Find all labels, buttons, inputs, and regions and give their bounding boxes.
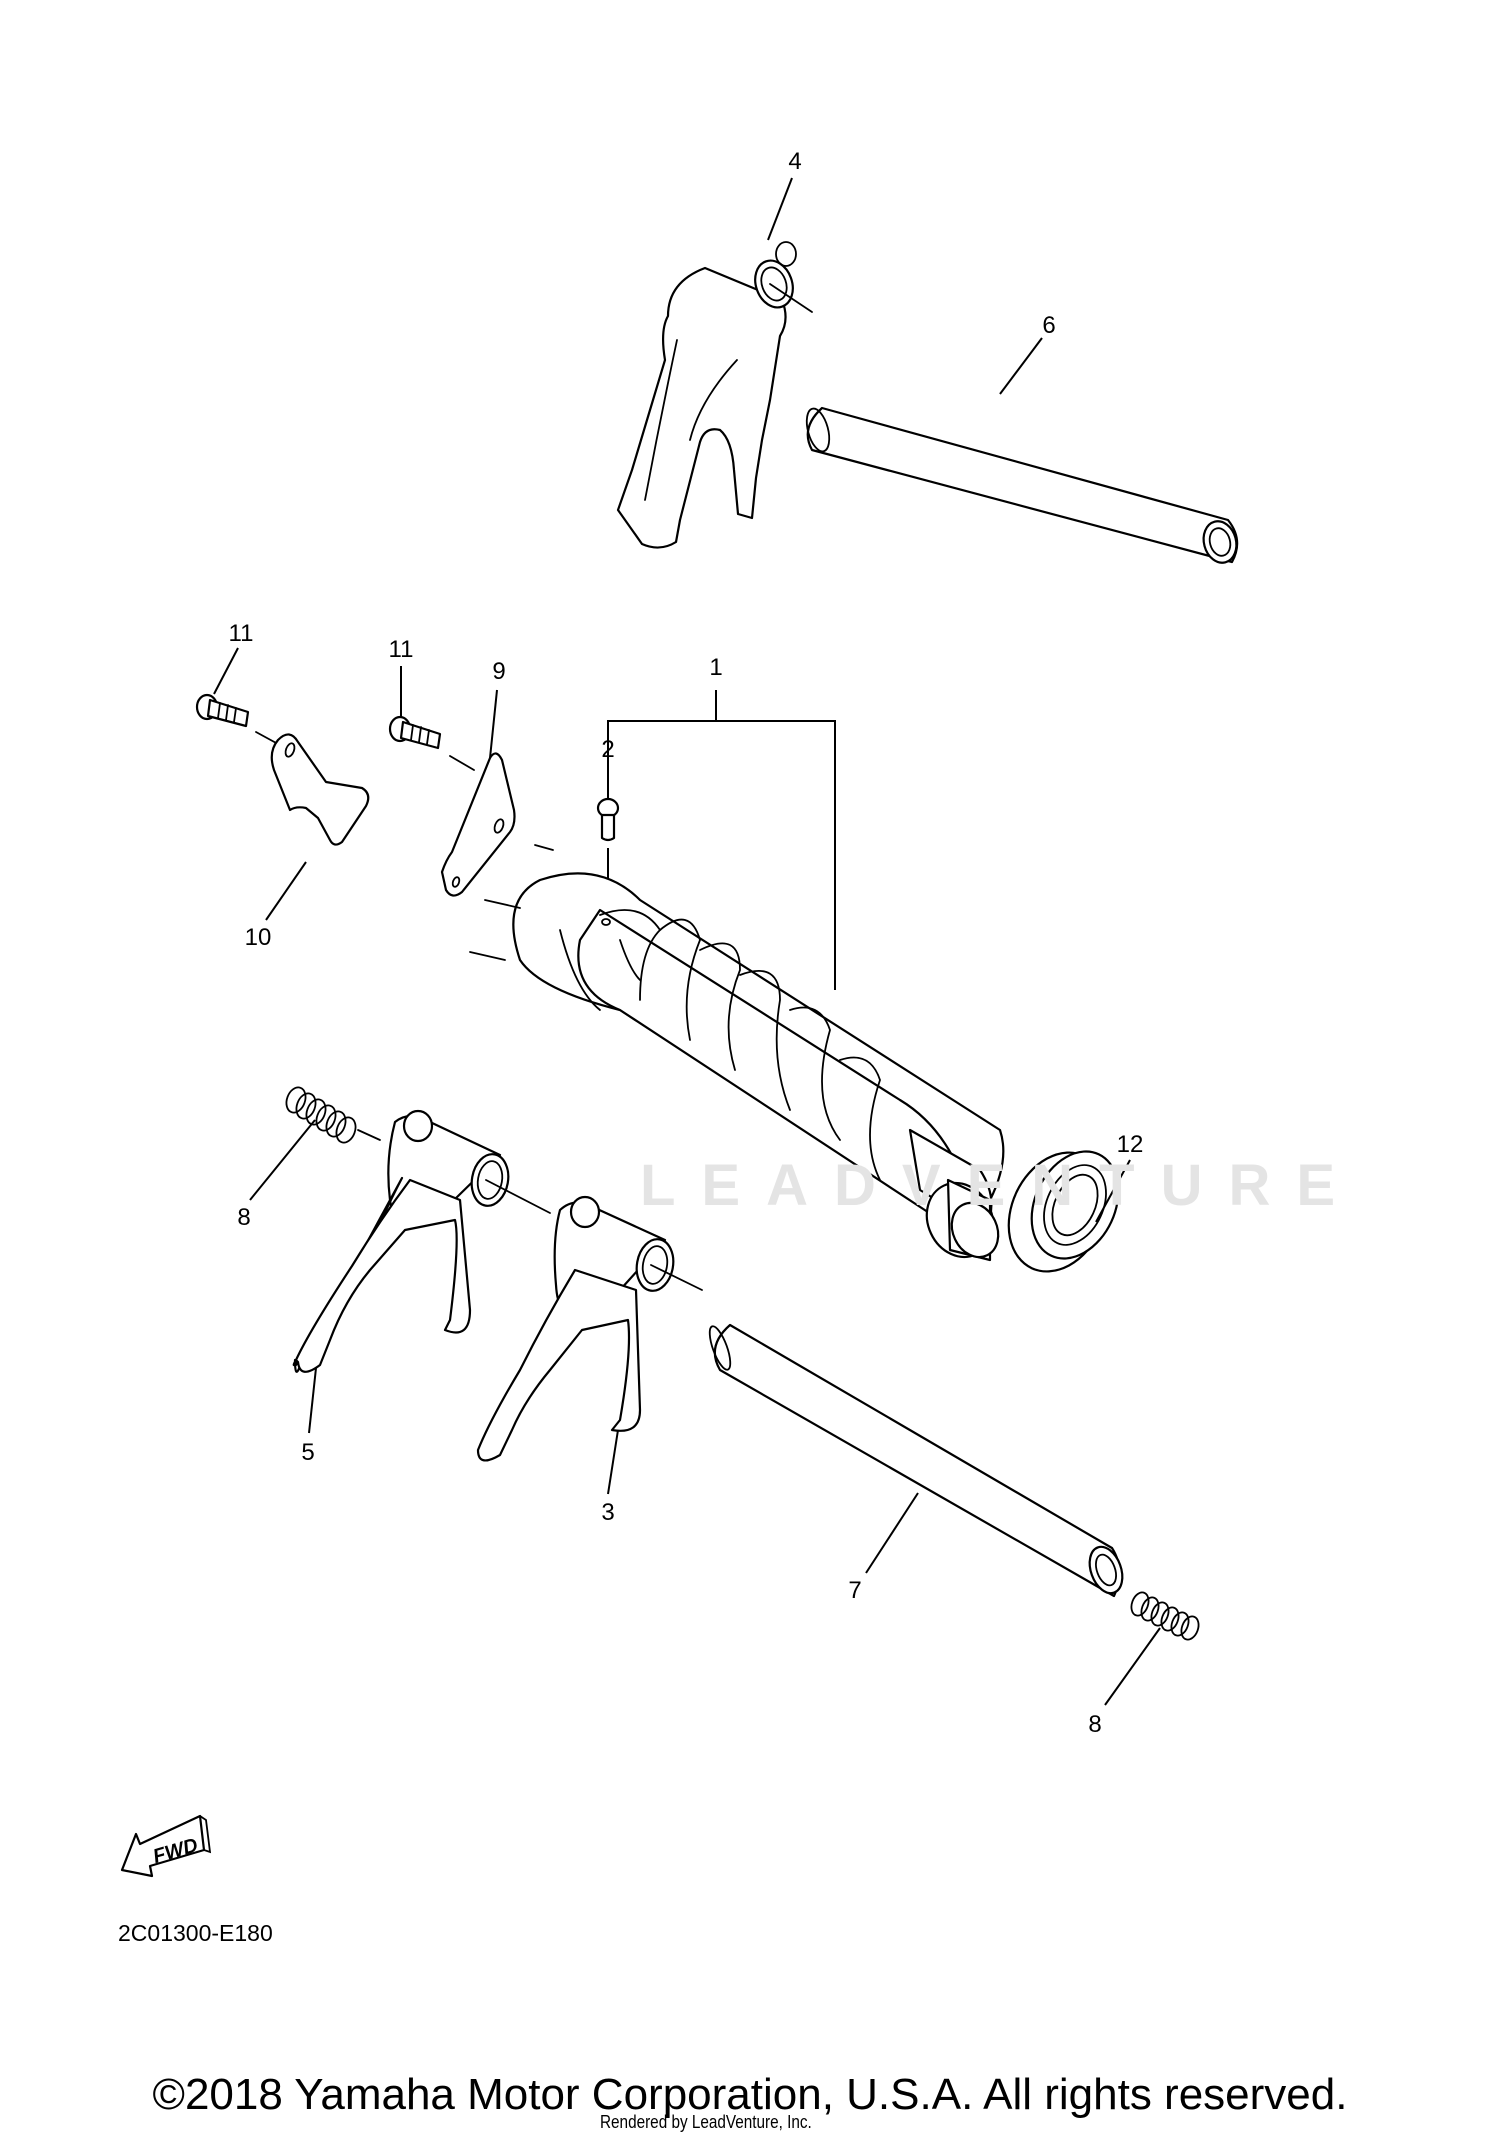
bearing[interactable] <box>990 1136 1135 1287</box>
spring-right[interactable] <box>1128 1590 1201 1642</box>
assembly-bracket <box>607 690 836 990</box>
screw-right[interactable] <box>388 715 475 771</box>
shift-fork-4[interactable] <box>616 241 813 549</box>
copyright-notice: ©2018 Yamaha Motor Corporation, U.S.A. A… <box>152 2070 1348 2119</box>
callout-11-right[interactable]: 11 <box>388 636 414 663</box>
watermark: LEADVENTURE <box>640 1153 1362 1218</box>
rendered-by-credit: Rendered by LeadVenture, Inc. <box>600 2112 812 2132</box>
stopper-lever[interactable] <box>270 733 370 846</box>
shift-cam[interactable] <box>469 844 1007 1268</box>
callout-8-right[interactable]: 8 <box>1088 1711 1102 1738</box>
guide-bar-lower[interactable] <box>706 1323 1129 1598</box>
callout-8-left[interactable]: 8 <box>237 1204 251 1231</box>
callout-5[interactable]: 5 <box>301 1439 315 1466</box>
guide-bar-upper[interactable] <box>803 406 1241 566</box>
shift-fork-3[interactable] <box>476 1195 703 1462</box>
callout-6[interactable]: 6 <box>1042 312 1056 339</box>
leader-lines <box>213 177 1161 1706</box>
figure-code: 2C01300-E180 <box>118 1920 273 1946</box>
screw-left[interactable] <box>195 693 279 745</box>
callout-1[interactable]: 1 <box>709 654 723 681</box>
callout-11-left[interactable]: 11 <box>228 620 254 647</box>
callout-3[interactable]: 3 <box>601 1499 615 1526</box>
callout-4[interactable]: 4 <box>788 148 802 175</box>
fwd-arrow-icon: FWD <box>120 1814 212 1878</box>
callout-12[interactable]: 12 <box>1116 1131 1144 1158</box>
callout-9[interactable]: 9 <box>492 658 506 685</box>
stopper-plate[interactable] <box>440 752 516 897</box>
spring-left[interactable] <box>283 1085 381 1146</box>
callout-7[interactable]: 7 <box>848 1577 862 1604</box>
shift-fork-5[interactable] <box>292 1109 551 1373</box>
callout-10[interactable]: 10 <box>244 924 272 951</box>
callout-2[interactable]: 2 <box>601 736 615 763</box>
